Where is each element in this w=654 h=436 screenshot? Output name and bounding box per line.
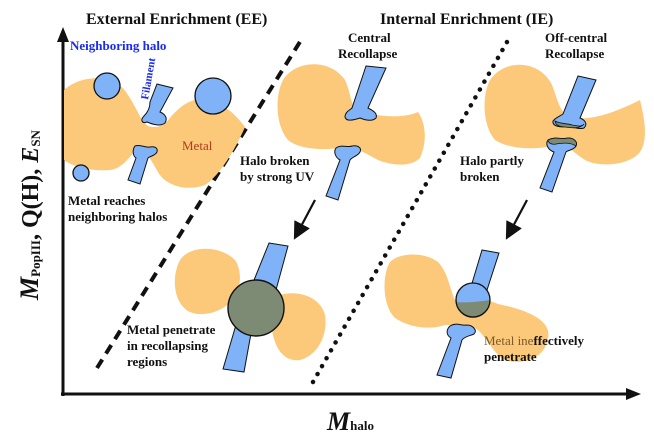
- metal-penetrate-label: in recollapsing: [127, 338, 209, 353]
- offcentral-recollapse-scene: Off-central Recollapse Halo partly broke…: [460, 30, 645, 193]
- y-axis-qh: , Q(H),: [18, 163, 44, 240]
- transition-arrow-icon: [505, 199, 528, 240]
- halo-broken-label: by strong UV: [240, 169, 315, 184]
- neighboring-halo-label: Neighboring halo: [70, 38, 166, 53]
- x-axis-subscript: halo: [350, 418, 374, 433]
- y-axis-esn-subscript: SN: [28, 129, 43, 146]
- y-axis-esn: E: [18, 147, 44, 164]
- y-axis: [57, 27, 69, 396]
- filament-shape: [344, 65, 387, 121]
- metal-penetrate-label: regions: [127, 354, 167, 369]
- enriched-halo-circle: [227, 279, 285, 337]
- metal-reaches-label: Metal reaches: [68, 193, 145, 208]
- title-internal-enrichment: Internal Enrichment (IE): [380, 11, 553, 28]
- metal-bubble: [174, 248, 240, 315]
- svg-text:MPopIII, Q(H), ESN: MPopIII, Q(H), ESN: [15, 129, 44, 301]
- y-axis-subscript: PopIII: [28, 240, 43, 277]
- metal-reaches-label: neighboring halos: [68, 209, 167, 224]
- offcentral-recollapse-label: Recollapse: [545, 46, 604, 61]
- halo-partly-broken-label: broken: [460, 169, 500, 184]
- y-axis-arrow-icon: [57, 27, 69, 42]
- title-external-enrichment: External Enrichment (EE): [86, 11, 267, 28]
- metal-penetrate-label: Metal penetrate: [127, 322, 216, 337]
- neighboring-halo-circle: [93, 72, 121, 100]
- x-axis-label: Mhalo: [326, 407, 374, 436]
- y-axis-symbol: M: [15, 276, 44, 301]
- neighboring-halo-circle: [194, 77, 232, 115]
- metal-ineffective-label: penetrate: [484, 349, 537, 364]
- ineffective-scene: Metal ineffectively penetrate: [384, 249, 584, 379]
- filament-shape: [127, 144, 158, 185]
- central-recollapse-scene: Central Recollapse Halo broken by strong…: [240, 30, 425, 201]
- central-recollapse-label: Recollapse: [338, 46, 397, 61]
- filament-shape: [436, 323, 476, 379]
- ee-boundary-dashed-line: [95, 35, 305, 370]
- ie-boundary-dotted-line: [310, 39, 510, 385]
- ee-scene: Filament Metal Neighboring halo Metal re…: [64, 38, 245, 224]
- x-axis: [61, 388, 641, 400]
- halo-partly-broken-label: Halo partly: [460, 153, 524, 168]
- neighboring-halo-circle: [72, 164, 90, 182]
- metal-ineffective-label-part: Metal ine: [484, 333, 534, 348]
- enriched-region: [456, 300, 491, 319]
- x-axis-arrow-icon: [626, 388, 641, 400]
- transition-arrow-icon: [293, 199, 316, 240]
- halo-outline: [455, 282, 491, 318]
- enriched-region: [554, 120, 585, 129]
- metal-bubble: [271, 293, 326, 361]
- filament-shape: [325, 145, 361, 201]
- metal-label: Metal: [182, 138, 213, 153]
- x-axis-symbol: M: [326, 407, 351, 436]
- penetrate-scene: Metal penetrate in recollapsing regions: [127, 242, 326, 373]
- enriched-region: [547, 137, 577, 147]
- metal-ineffective-label-part: ffectively: [533, 333, 584, 348]
- filament-shape: [141, 83, 174, 126]
- halo-broken-label: Halo broken: [240, 153, 310, 168]
- y-axis-label: MPopIII, Q(H), ESN: [15, 129, 44, 301]
- metal-ineffective-label: Metal ineffectively: [484, 333, 584, 348]
- offcentral-recollapse-label: Off-central: [545, 30, 607, 45]
- central-recollapse-label: Central: [348, 30, 391, 45]
